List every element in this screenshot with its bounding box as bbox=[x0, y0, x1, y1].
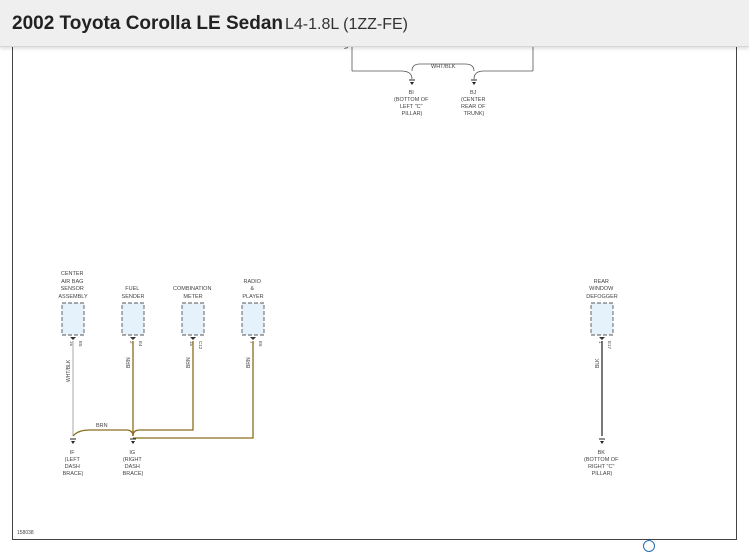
rear-window-defogger-box bbox=[590, 302, 614, 336]
engine-subtitle: L4-1.8L (1ZZ-FE) bbox=[285, 16, 408, 33]
top-wire-label: WHT/BLK bbox=[431, 64, 456, 70]
center-airbag-sensor-label: CENTER AIR BAG SENSOR ASSEMBLY bbox=[58, 271, 88, 300]
ground-if-label: IF (LEFT DASH BRACE) bbox=[63, 450, 84, 477]
defogger-wire-label: BLK bbox=[595, 358, 601, 368]
fuel-sender-pin-number: 2 bbox=[129, 341, 134, 344]
top-circuit bbox=[351, 40, 534, 80]
bridge-wire-label: BRN bbox=[96, 423, 108, 429]
combination-meter-box bbox=[181, 302, 205, 336]
radio-player-label: RADIO & PLAYER bbox=[242, 279, 263, 300]
connector-pins bbox=[70, 337, 605, 340]
radio-player-wire bbox=[133, 341, 254, 439]
ground-bi-label: BI (BOTTOM OF LEFT "C" PILLAR) bbox=[394, 90, 430, 117]
combination-meter-pin-number: 15 bbox=[189, 341, 194, 347]
ground-bj-label: BJ (CENTER REAR OF TRUNK) bbox=[461, 90, 487, 117]
radio-player-wire-label: BRN bbox=[246, 357, 252, 368]
bridge-wire-if-ig bbox=[72, 429, 134, 437]
fuel-sender-wire-label: BRN bbox=[126, 357, 132, 368]
figure-id: 158038 bbox=[17, 530, 34, 536]
fuel-sender-label: FUEL SENDER bbox=[122, 286, 145, 300]
combination-meter-label: COMBINATION METER bbox=[173, 286, 213, 300]
ground-bk-label: BK (BOTTOM OF RIGHT "C" PILLAR) bbox=[584, 450, 620, 477]
combination-meter-wire bbox=[132, 341, 194, 437]
ground-if-symbol bbox=[70, 438, 76, 444]
defogger-pin-number: 1 bbox=[598, 341, 603, 344]
ground-bi-symbol bbox=[409, 79, 415, 85]
radio-player-box bbox=[241, 302, 265, 336]
ground-bj-symbol bbox=[471, 79, 477, 85]
scroll-indicator-icon[interactable] bbox=[643, 540, 655, 552]
airbag-connector-id: E5 bbox=[78, 341, 83, 347]
combination-meter-connector-id: C12 bbox=[198, 341, 203, 350]
center-airbag-sensor-box bbox=[61, 302, 85, 336]
radio-player-pin-number: 7 bbox=[249, 341, 254, 344]
rear-window-defogger-label: REAR WINDOW DEFOGGER bbox=[586, 279, 618, 300]
airbag-wire-label: WHT/BLK bbox=[66, 359, 72, 382]
fuel-sender-connector-id: E4 bbox=[138, 341, 143, 347]
airbag-pin-number: 16 bbox=[69, 341, 74, 347]
ground-ig-symbol bbox=[130, 438, 136, 444]
page-header: 2002 Toyota Corolla LE Sedan L4-1.8L (1Z… bbox=[0, 0, 749, 47]
combination-meter-wire-label: BRN bbox=[186, 357, 192, 368]
vehicle-title: 2002 Toyota Corolla LE Sedan bbox=[12, 13, 284, 34]
fuel-sender-box bbox=[121, 302, 145, 336]
ground-bk-symbol bbox=[599, 438, 605, 444]
radio-player-connector-id: E6 bbox=[258, 341, 263, 347]
defogger-connector-id: E17 bbox=[607, 341, 612, 350]
ground-ig-label: IG (RIGHT DASH BRACE) bbox=[123, 450, 144, 477]
